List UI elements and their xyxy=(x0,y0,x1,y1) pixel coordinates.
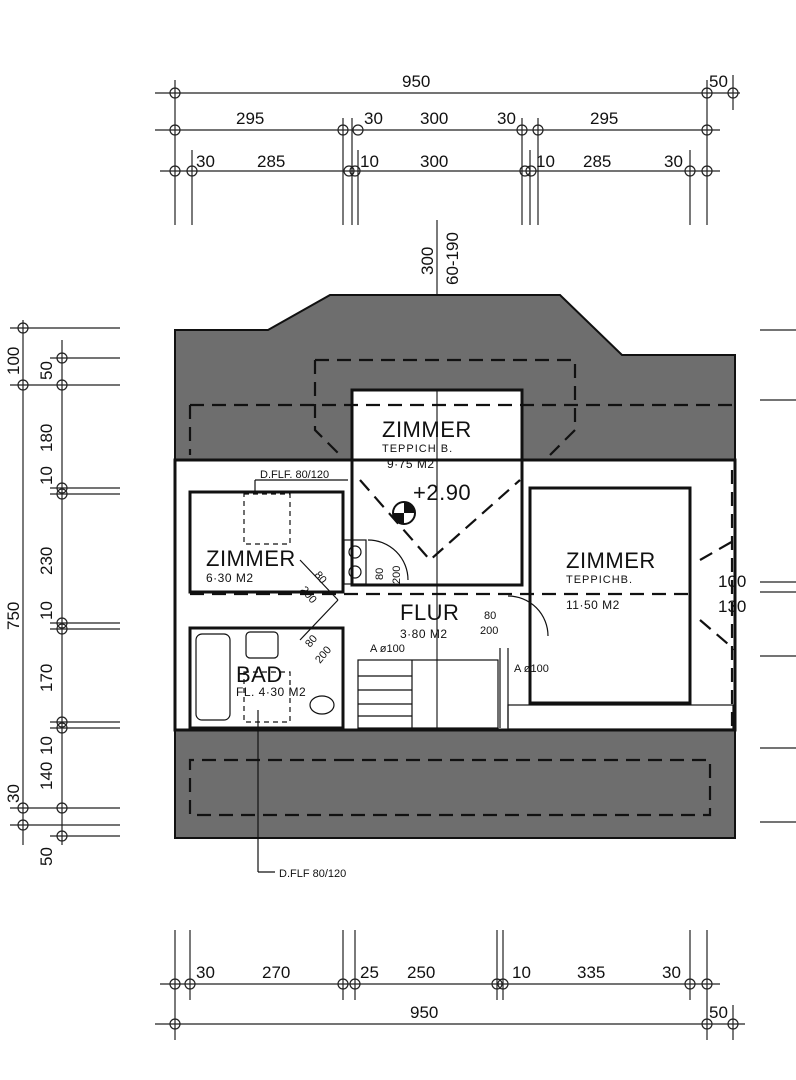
top-dimension-labels: 950 50 295 30 300 30 295 30 285 10 300 1… xyxy=(196,72,728,171)
dim-top-r3-6: 285 xyxy=(583,152,611,171)
dim-top-r2-5: 295 xyxy=(590,109,618,128)
right-room-area: 11·50 M2 xyxy=(566,598,620,612)
dim-bot-r1-7: 30 xyxy=(662,963,681,982)
dim-bot-overhang: 50 xyxy=(709,1003,728,1022)
level-marker xyxy=(392,501,416,525)
door-left-a: 80 xyxy=(312,569,329,586)
dim-vert-60-190: 60-190 xyxy=(443,232,462,285)
dim-top-r3-1: 30 xyxy=(196,152,215,171)
top-dimension-lines xyxy=(155,75,740,225)
dim-left-10a: 10 xyxy=(37,466,56,485)
dim-top-r3-4: 300 xyxy=(420,152,448,171)
dim-top-total: 950 xyxy=(402,72,430,91)
opening-right: A ø100 xyxy=(514,663,549,675)
dim-top-r2-2: 30 xyxy=(364,109,383,128)
dim-bot-r1-4: 250 xyxy=(407,963,435,982)
bottom-dimension-lines xyxy=(155,930,745,1040)
dim-bot-r1-2: 270 xyxy=(262,963,290,982)
dim-left-180: 180 xyxy=(37,424,56,452)
dim-top-r3-5: 10 xyxy=(536,152,555,171)
dim-bot-r1-6: 335 xyxy=(577,963,605,982)
dim-top-r3-2: 285 xyxy=(257,152,285,171)
door-bath-a: 80 xyxy=(303,633,320,650)
dashed-roof-lines xyxy=(188,358,736,817)
dim-left-50b: 50 xyxy=(37,847,56,866)
dim-left-30: 30 xyxy=(4,784,23,803)
right-room-name: ZIMMER xyxy=(566,548,656,573)
bath-area: FL. 4·30 M2 xyxy=(236,685,306,699)
dim-bot-r1-1: 30 xyxy=(196,963,215,982)
dim-top-r3-3: 10 xyxy=(360,152,379,171)
skylight-top-label: D.FLF. 80/120 xyxy=(260,469,329,481)
dim-left-50: 50 xyxy=(37,361,56,380)
top-room-level: +2.90 xyxy=(413,480,471,505)
door-swings xyxy=(299,539,549,641)
bottom-dimension-labels: 30 270 25 250 10 335 30 950 50 xyxy=(196,963,728,1022)
bath-fixtures xyxy=(195,539,367,721)
dim-left-170: 170 xyxy=(37,664,56,692)
dim-left-100: 100 xyxy=(4,347,23,375)
door-bath-b: 200 xyxy=(313,644,334,666)
dim-bot-r1-5: 10 xyxy=(512,963,531,982)
dim-left-140: 140 xyxy=(37,762,56,790)
door-top-b: 200 xyxy=(391,566,403,584)
dim-vert-300: 300 xyxy=(418,247,437,275)
door-hall-a: 80 xyxy=(484,610,496,622)
dim-left-10b: 10 xyxy=(37,601,56,620)
left-dimension-lines xyxy=(10,320,120,845)
dim-left-230: 230 xyxy=(37,547,56,575)
dim-bot-total: 950 xyxy=(410,1003,438,1022)
skylights xyxy=(243,479,348,873)
left-room-area: 6·30 M2 xyxy=(206,571,254,585)
hall-name: FLUR xyxy=(400,600,459,625)
dim-top-overhang: 50 xyxy=(709,72,728,91)
door-hall-b: 200 xyxy=(480,625,498,637)
dim-top-r2-4: 30 xyxy=(497,109,516,128)
dim-top-r2-1: 295 xyxy=(236,109,264,128)
top-room-area: 9·75 M2 xyxy=(387,457,435,471)
top-room-floor: TEPPICH B. xyxy=(382,443,453,455)
dim-left-750: 750 xyxy=(4,602,23,630)
skylight-bottom-label: D.FLF 80/120 xyxy=(279,868,346,880)
hall-area: 3·80 M2 xyxy=(400,627,448,641)
dim-left-10c: 10 xyxy=(37,736,56,755)
top-room-name: ZIMMER xyxy=(382,417,472,442)
left-dimension-labels: 100 750 30 50 50 180 10 230 10 170 10 14… xyxy=(4,347,56,866)
bath-name: BAD xyxy=(236,662,283,687)
room-labels: ZIMMER TEPPICH B. 9·75 M2 +2.90 ZIMMER 6… xyxy=(206,417,656,699)
door-top-a: 80 xyxy=(374,568,386,580)
dim-bot-r1-3: 25 xyxy=(360,963,379,982)
annotations: D.FLF. 80/120 D.FLF 80/120 80 200 80 200… xyxy=(260,469,549,880)
dim-top-r3-7: 30 xyxy=(664,152,683,171)
roof-areas xyxy=(174,294,736,839)
right-room-floor: TEPPICHB. xyxy=(566,574,633,586)
opening-left: A ø100 xyxy=(370,643,405,655)
left-room-name: ZIMMER xyxy=(206,546,296,571)
dim-top-r2-3: 300 xyxy=(420,109,448,128)
walls xyxy=(173,388,737,732)
